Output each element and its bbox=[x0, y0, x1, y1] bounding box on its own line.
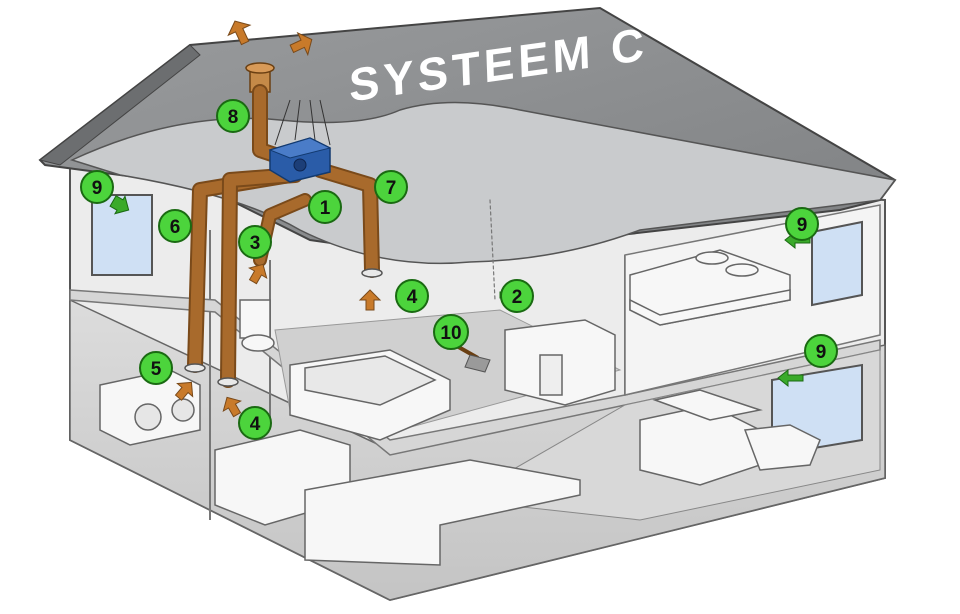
label-2-text: 2 bbox=[512, 287, 523, 308]
label-7: 7 bbox=[374, 170, 408, 204]
label-3-text: 3 bbox=[250, 233, 261, 254]
label-9-upper-right-text: 9 bbox=[797, 215, 808, 236]
label-1-text: 1 bbox=[320, 198, 331, 219]
exhaust-arrows bbox=[174, 20, 382, 418]
ducts bbox=[187, 84, 496, 388]
label-8: 8 bbox=[216, 99, 250, 133]
label-9-left-text: 9 bbox=[92, 178, 103, 199]
roof-brand-superscript: +® bbox=[682, 21, 714, 50]
label-5-text: 5 bbox=[151, 359, 162, 380]
label-7-text: 7 bbox=[386, 178, 397, 199]
fan-unit bbox=[268, 99, 332, 183]
label-9-upper-right: 9 bbox=[785, 207, 819, 241]
label-9-lower-right: 9 bbox=[804, 334, 838, 368]
label-6: 6 bbox=[158, 209, 192, 243]
label-3: 3 bbox=[238, 225, 272, 259]
label-6-text: 6 bbox=[170, 217, 181, 238]
label-9-left: 9 bbox=[80, 170, 114, 204]
label-9-lower-right-text: 9 bbox=[816, 342, 827, 363]
label-5: 5 bbox=[139, 351, 173, 385]
label-10: 10 bbox=[433, 314, 469, 350]
label-2: 2 bbox=[500, 279, 534, 313]
furniture bbox=[99, 249, 821, 566]
label-1: 1 bbox=[308, 190, 342, 224]
label-10-text: 10 bbox=[440, 323, 461, 344]
label-4-bathroom: 4 bbox=[395, 279, 429, 313]
label-4-kitchen-text: 4 bbox=[250, 414, 261, 435]
number-labels: 1 2 3 4 4 5 6 7 bbox=[80, 99, 838, 440]
label-8-text: 8 bbox=[228, 107, 239, 128]
label-4-kitchen: 4 bbox=[238, 406, 272, 440]
label-4-bathroom-text: 4 bbox=[407, 287, 418, 308]
duct-outlets bbox=[184, 268, 383, 387]
